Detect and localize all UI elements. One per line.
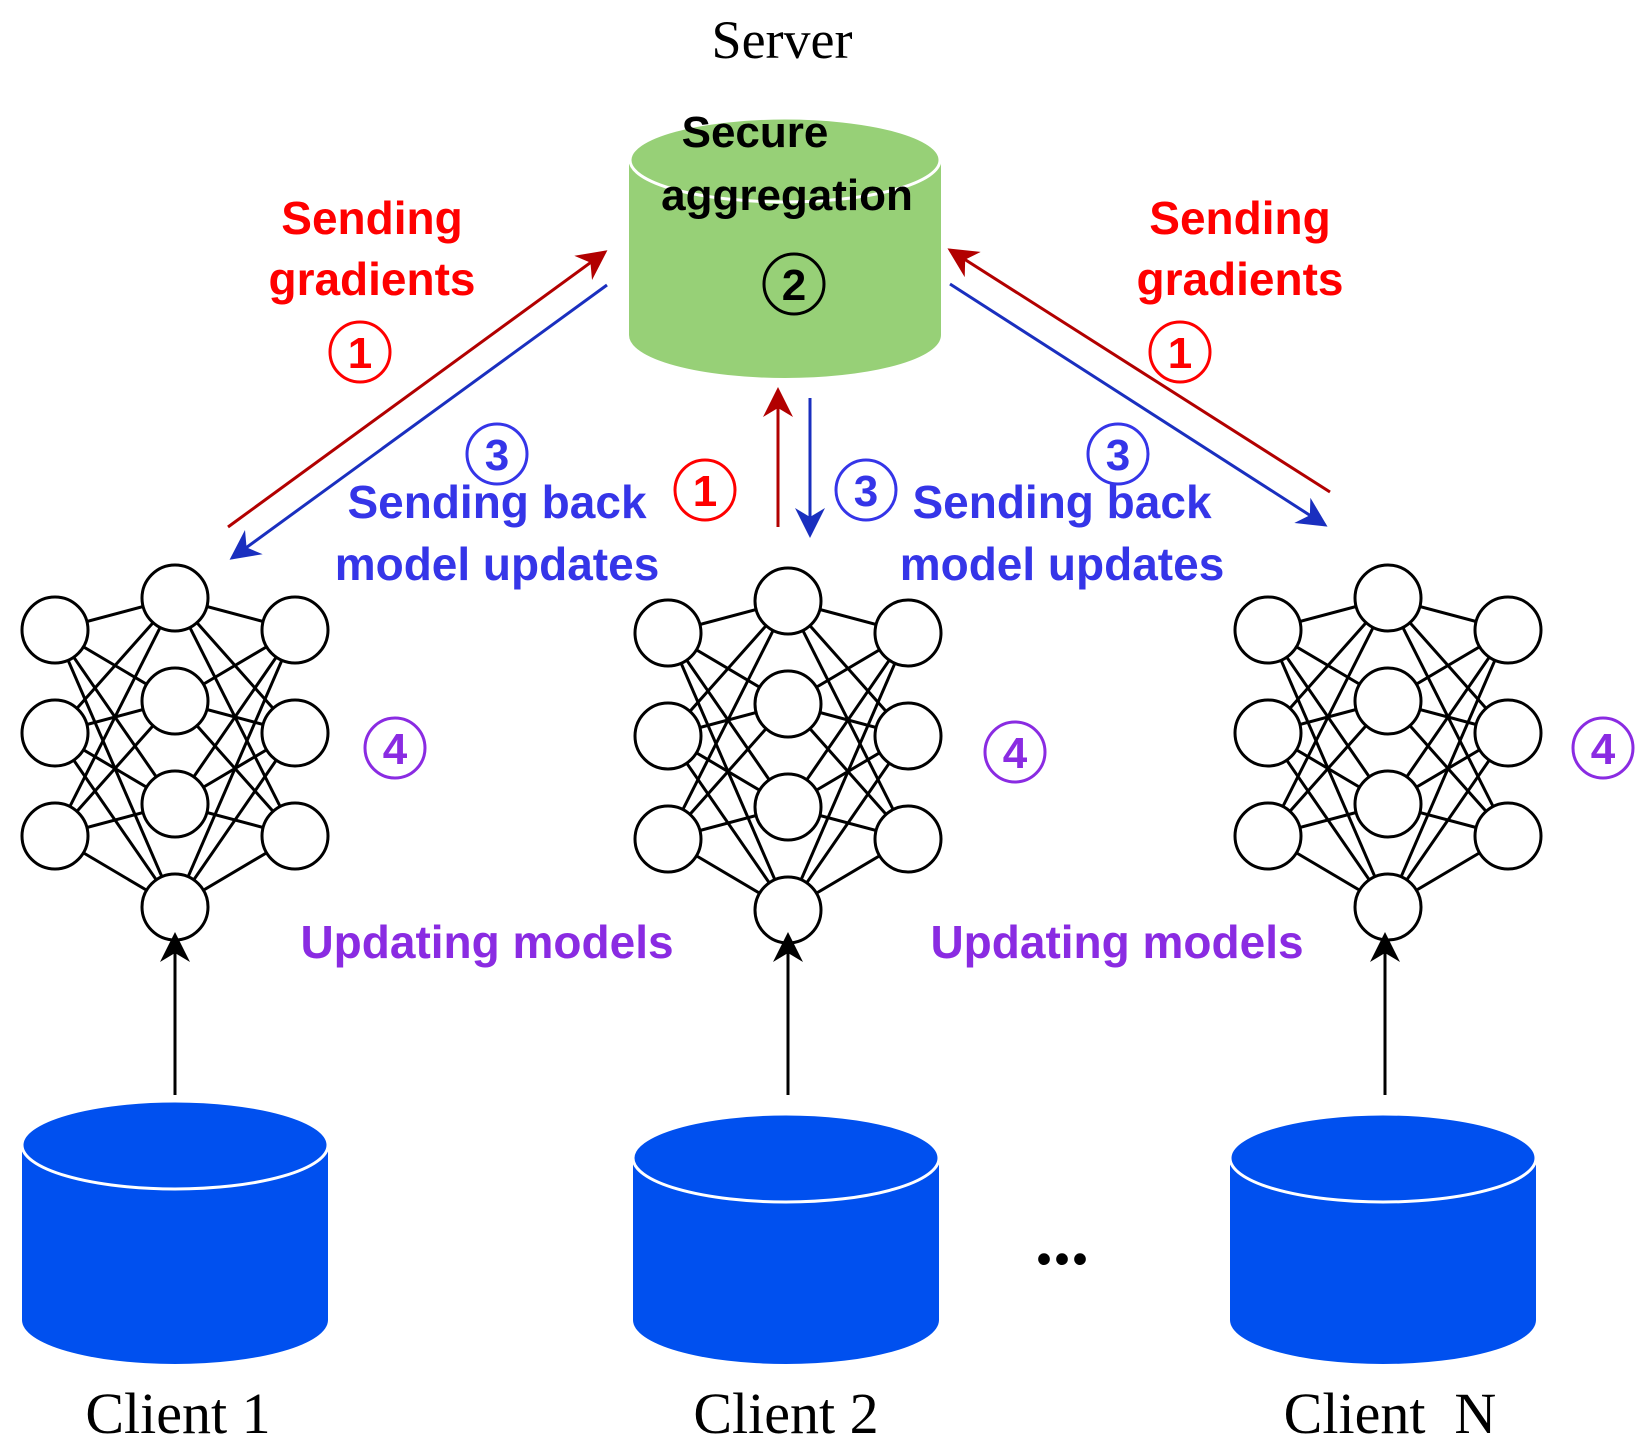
updating-models-right: Updating models [930,916,1303,968]
sending-back-right-line1: Sending back [912,476,1211,528]
step-1-marker-left: 1 [328,320,392,384]
network-node [1353,872,1423,942]
network-node [1353,769,1423,839]
client-n-database [1228,1112,1538,1364]
network-node [633,701,703,771]
aggregation-label-line2: aggregation [661,171,913,220]
svg-text:3: 3 [485,431,509,480]
network-node [260,595,330,665]
svg-text:1: 1 [348,329,372,378]
step-3-marker-right: 3 [1086,422,1150,486]
network-node [873,598,943,668]
network-node [260,698,330,768]
arrow-send-back-left [229,283,608,560]
client-n-label: Client N [1284,1381,1497,1446]
network-node [1473,698,1543,768]
network-node [1233,801,1303,871]
svg-text:4: 4 [1003,729,1028,778]
network-node [1233,595,1303,665]
sending-back-left-line1: Sending back [347,476,646,528]
network-node [633,804,703,874]
svg-text:4: 4 [383,725,408,774]
sending-gradients-right-line1: Sending [1149,192,1330,244]
client-2-neural-network [633,566,943,945]
sending-gradients-right-line2: gradients [1136,253,1343,305]
svg-text:3: 3 [854,467,878,516]
network-node [20,801,90,871]
svg-text:1: 1 [693,467,717,516]
network-edge [786,632,910,911]
arrow-send-gradients-right [947,248,1331,494]
network-node [1353,563,1423,633]
server-aggregation-database: Secure aggregation 2 [628,108,942,378]
network-node [140,666,210,736]
network-node [633,598,703,668]
network-edge [786,735,910,911]
step-4-marker-left: 4 [363,716,427,780]
client-1-label: Client 1 [85,1381,270,1446]
client-2-database [631,1112,941,1364]
network-edge [1386,629,1510,908]
more-clients-ellipsis: ... [1035,1200,1089,1280]
network-node [753,875,823,945]
network-node [1473,595,1543,665]
network-edge [786,632,910,808]
updating-models-left: Updating models [300,916,673,968]
step-3-marker-middle: 3 [834,458,898,522]
step-1-marker-middle: 1 [673,458,737,522]
sending-gradients-left-line1: Sending [281,192,462,244]
network-edge [1266,597,1390,837]
network-node [20,595,90,665]
network-edge [173,629,297,908]
network-node [140,563,210,633]
client-1-neural-network [20,563,330,942]
network-edge [173,629,297,805]
aggregation-label-line1: Secure [682,108,829,157]
step-2-marker: 2 [762,252,826,316]
svg-text:3: 3 [1106,431,1130,480]
sending-back-left-line2: model updates [335,538,660,590]
network-node [753,669,823,739]
network-node [753,566,823,636]
step-3-marker-left: 3 [465,422,529,486]
network-node [140,769,210,839]
svg-text:1: 1 [1168,329,1192,378]
network-edge [53,597,177,837]
network-node [140,872,210,942]
svg-text:4: 4 [1591,725,1616,774]
client-1-database [20,1099,330,1364]
network-edge [173,732,297,908]
network-node [873,701,943,771]
network-edge [1386,629,1510,805]
network-node [753,772,823,842]
svg-text:2: 2 [782,261,806,310]
network-edge [1386,732,1510,908]
network-node [873,804,943,874]
arrow-send-gradients-left [227,250,608,529]
sending-gradients-left-line2: gradients [268,253,475,305]
client-n-neural-network [1233,563,1543,942]
network-node [260,801,330,871]
network-node [1233,698,1303,768]
arrow-send-back-right [949,282,1328,527]
step-1-marker-right: 1 [1148,320,1212,384]
network-edge [666,600,790,840]
step-4-marker-middle: 4 [983,720,1047,784]
sending-back-right-line2: model updates [900,538,1225,590]
client-2-label: Client 2 [693,1381,878,1446]
network-node [20,698,90,768]
server-title: Server [712,10,853,70]
step-4-marker-right: 4 [1571,716,1635,780]
network-node [1473,801,1543,871]
network-node [1353,666,1423,736]
